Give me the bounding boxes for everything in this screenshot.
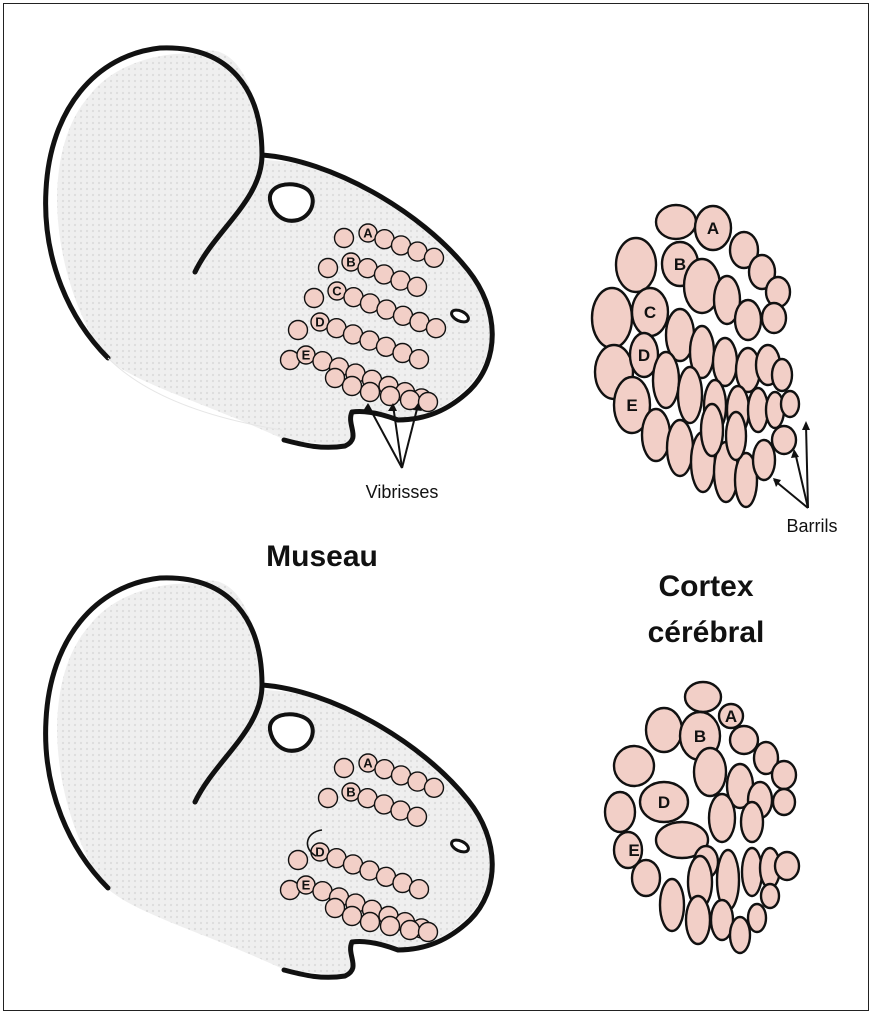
barrel-row-letter: D xyxy=(658,793,670,812)
barrel xyxy=(653,352,679,408)
barrel xyxy=(772,426,796,454)
barrel xyxy=(748,904,766,932)
whisker xyxy=(425,778,444,797)
whisker-row-letter: A xyxy=(363,226,373,241)
whisker-row-letter: B xyxy=(346,255,355,270)
whisker xyxy=(381,917,400,936)
barrel xyxy=(781,391,799,417)
barrel xyxy=(616,238,656,292)
barrel xyxy=(766,277,790,307)
whisker xyxy=(410,880,429,899)
barrel xyxy=(753,440,775,480)
whisker xyxy=(408,807,427,826)
barrel xyxy=(762,303,786,333)
whisker-row-letter: E xyxy=(302,348,311,363)
whisker xyxy=(425,248,444,267)
barrel xyxy=(667,420,693,476)
whisker xyxy=(319,789,338,808)
barrel-field-top: A B C D E xyxy=(592,205,799,507)
whisker xyxy=(361,913,380,932)
barrels-label: Barrils xyxy=(786,516,837,536)
barrel-row-letter: A xyxy=(725,707,737,726)
whisker xyxy=(419,393,438,412)
whisker xyxy=(335,759,354,778)
whisker xyxy=(289,321,308,340)
barrel xyxy=(605,792,635,832)
barrel xyxy=(775,852,799,880)
barrel xyxy=(726,412,746,460)
whisker xyxy=(326,899,345,918)
barrel-row-letter: C xyxy=(644,303,656,322)
barrel xyxy=(735,300,761,340)
barrel xyxy=(701,404,723,456)
barrel xyxy=(592,288,632,348)
snout-bottom: AB D E xyxy=(46,578,493,977)
barrel xyxy=(614,746,654,786)
barrel xyxy=(686,896,710,944)
whisker xyxy=(343,377,362,396)
whisker xyxy=(326,369,345,388)
whisker xyxy=(343,907,362,926)
whisker-row-letter: C xyxy=(332,284,342,299)
whisker xyxy=(381,387,400,406)
vibrissae-label: Vibrisses xyxy=(366,482,439,502)
whisker xyxy=(427,319,446,338)
whisker-row-letter: D xyxy=(315,315,324,330)
eye-bottom xyxy=(270,714,313,751)
whisker xyxy=(289,851,308,870)
barrel-row-letter: E xyxy=(626,396,637,415)
whisker-row-letter: D xyxy=(315,845,324,860)
barrel xyxy=(772,359,792,391)
barrel-row-letter: B xyxy=(674,255,686,274)
whisker xyxy=(410,350,429,369)
barrel-row-letter: E xyxy=(628,841,639,860)
snout-top: ABC D E xyxy=(46,48,493,447)
barrel xyxy=(678,367,702,423)
barrel-field-bottom: AB D E xyxy=(605,682,799,953)
barrel xyxy=(642,409,670,461)
whisker-row-letter: B xyxy=(346,785,355,800)
eye-top xyxy=(270,184,313,221)
barrel xyxy=(741,802,763,842)
barrel xyxy=(730,726,758,754)
whisker xyxy=(401,921,420,940)
barrel xyxy=(773,789,795,815)
whisker xyxy=(408,277,427,296)
barrel xyxy=(709,794,735,842)
barrel xyxy=(694,748,726,796)
whisker-row-letter: E xyxy=(302,878,311,893)
barrel xyxy=(660,879,684,931)
whisker xyxy=(335,229,354,248)
barrel-row-letter: B xyxy=(694,727,706,746)
barrel-row-letter: D xyxy=(638,346,650,365)
barrel-row-letter: A xyxy=(707,219,719,238)
whisker xyxy=(361,383,380,402)
barrel xyxy=(685,682,721,712)
whisker xyxy=(419,923,438,942)
barrel xyxy=(772,761,796,789)
whisker xyxy=(319,259,338,278)
barrel xyxy=(656,205,696,239)
cortex-label-line2: cérébral xyxy=(648,616,765,649)
muzzle-label: Museau xyxy=(266,540,378,573)
cortex-label-line1: Cortex xyxy=(658,570,753,603)
barrel xyxy=(761,884,779,908)
barrel xyxy=(713,338,737,386)
barrel xyxy=(646,708,682,752)
whisker-row-letter: A xyxy=(363,756,373,771)
barrel xyxy=(730,917,750,953)
whisker xyxy=(305,289,324,308)
barrel xyxy=(632,860,660,896)
